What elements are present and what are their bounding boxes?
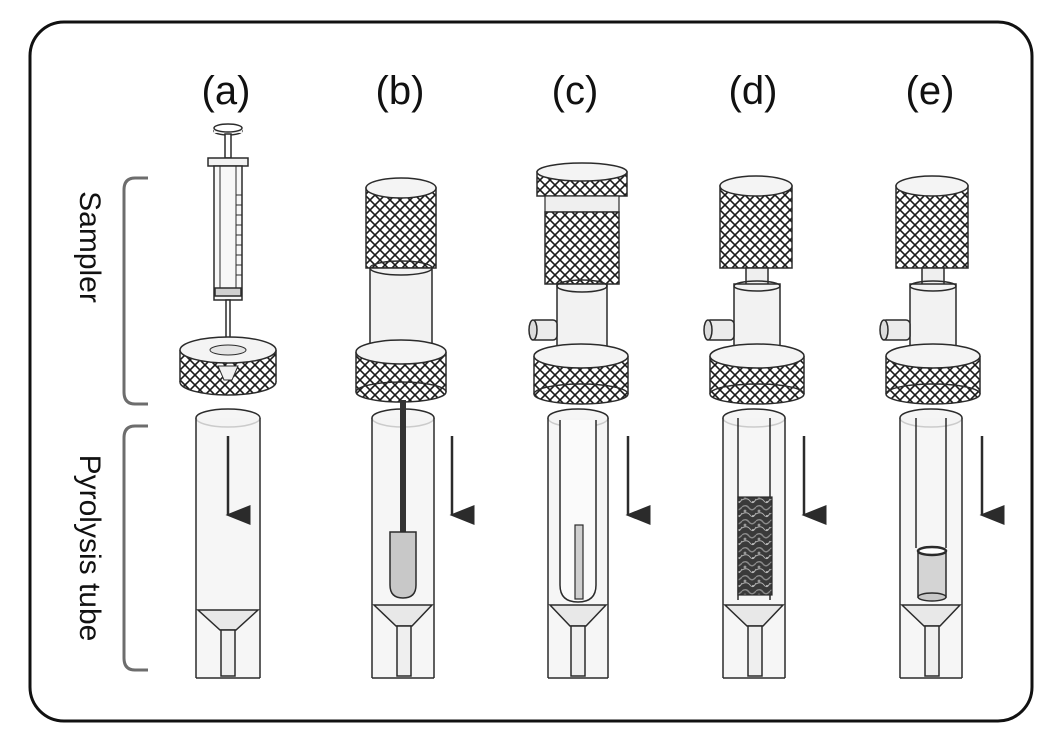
panel-b: (b) — [355, 69, 475, 679]
knurled-nut-e — [885, 343, 981, 405]
panel-label-a: (a) — [202, 69, 251, 113]
panel-a: (a) — [179, 69, 277, 679]
sample-cup-icon — [916, 545, 948, 602]
knurled-nut-b — [355, 339, 447, 403]
side-valve-icon-e — [879, 319, 911, 341]
panel-e: (e) — [879, 69, 1005, 679]
probe-icon — [389, 400, 417, 599]
sampler-body-e — [909, 267, 957, 355]
tube-bracket — [122, 424, 148, 672]
rod-sample-icon — [574, 524, 584, 600]
panel-label-c: (c) — [552, 69, 599, 113]
sampler-body-b — [369, 260, 433, 351]
knurled-nut — [179, 336, 277, 396]
pyrolysis-tube-label: Pyrolysis tube — [73, 455, 106, 642]
sampler-bracket — [122, 176, 148, 406]
fibrous-sample-icon — [737, 496, 773, 596]
sampler-body-d — [733, 267, 781, 355]
side-valve-icon-d — [703, 319, 735, 341]
panel-c: (c) — [528, 69, 651, 679]
side-valve-icon — [528, 319, 558, 341]
knurled-cap-e — [895, 175, 969, 269]
knurled-cap-d — [719, 175, 793, 269]
panel-label-e: (e) — [906, 69, 955, 113]
sampler-body-c — [556, 279, 608, 355]
knurled-cap-b — [365, 177, 437, 269]
syringe-icon — [207, 123, 249, 353]
panel-label-b: (b) — [376, 69, 425, 113]
knurled-nut-c — [533, 343, 629, 405]
knurled-nut-d — [709, 343, 805, 405]
sampler-label: Sampler — [73, 191, 106, 303]
knurled-cap-c — [536, 162, 628, 285]
pyrolysis-tube-a — [195, 408, 261, 679]
panel-label-d: (d) — [729, 69, 778, 113]
panel-d: (d) — [703, 69, 827, 679]
pyrolysis-tube-e — [899, 408, 963, 679]
